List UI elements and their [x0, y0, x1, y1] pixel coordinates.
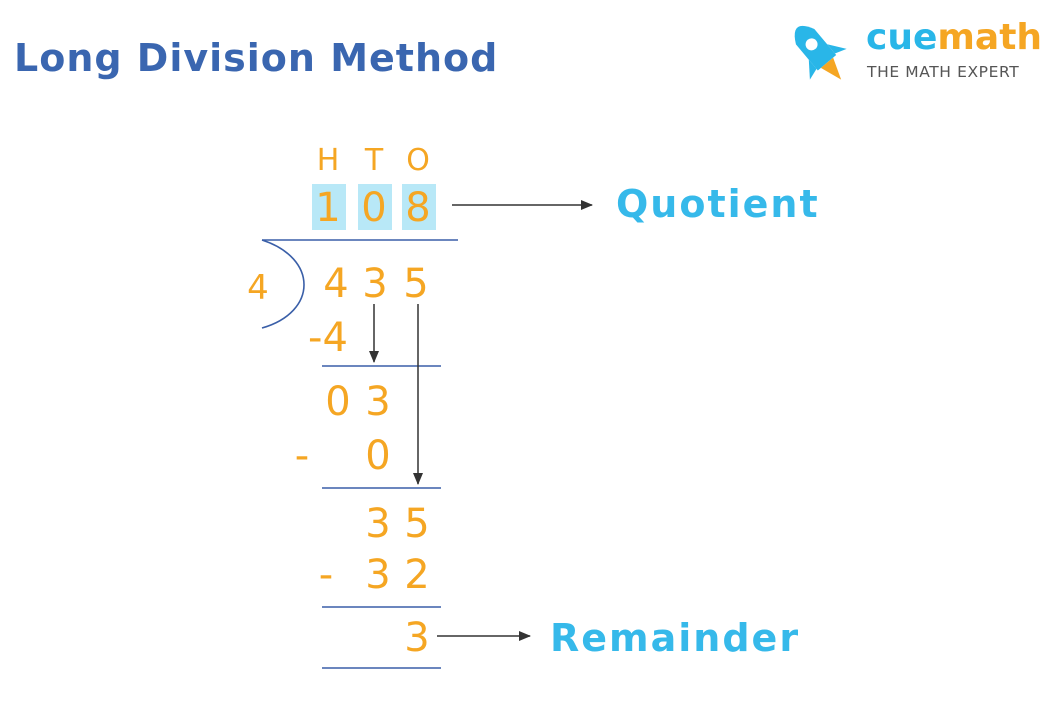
step2-digit-3: 3 — [365, 379, 391, 425]
step3-subtrahend-2: 2 — [404, 552, 430, 598]
logo-cue: cue — [866, 17, 938, 58]
quotient-highlight-h — [312, 184, 346, 230]
quotient-digit-t: 0 — [361, 185, 387, 231]
step3-minus: - — [318, 552, 334, 598]
page-title: Long Division Method — [14, 36, 499, 80]
step2-digit-0: 0 — [325, 379, 351, 425]
division-bracket — [261, 239, 305, 329]
step3-subtrahend-3: 3 — [365, 552, 391, 598]
quotient-highlight-t — [358, 184, 392, 230]
quotient-digit-o: 8 — [405, 185, 431, 231]
quotient-label: Quotient — [616, 182, 820, 226]
quotient-digit-h: 1 — [315, 185, 341, 231]
rocket-icon — [794, 25, 847, 80]
place-value-h: H — [316, 143, 340, 178]
dividend-digit-h: 4 — [323, 261, 349, 307]
step3-digit-5: 5 — [404, 501, 430, 547]
remainder-digit: 3 — [404, 615, 430, 661]
dividend-digit-t: 3 — [362, 261, 388, 307]
step2-minus: - — [294, 433, 310, 479]
place-value-t: T — [364, 143, 384, 178]
logo-math: math — [937, 17, 1042, 58]
logo-wordmark: cuemath — [866, 18, 1042, 58]
step3-digit-3: 3 — [365, 501, 391, 547]
step2-subtrahend: 0 — [365, 433, 391, 479]
divisor: 4 — [247, 268, 269, 308]
place-value-o: O — [406, 143, 430, 178]
step1-subtrahend: -4 — [308, 315, 348, 361]
remainder-label: Remainder — [550, 616, 801, 660]
quotient-highlight-o — [402, 184, 436, 230]
dividend-digit-o: 5 — [403, 261, 429, 307]
logo-tagline: THE MATH EXPERT — [867, 63, 1020, 81]
